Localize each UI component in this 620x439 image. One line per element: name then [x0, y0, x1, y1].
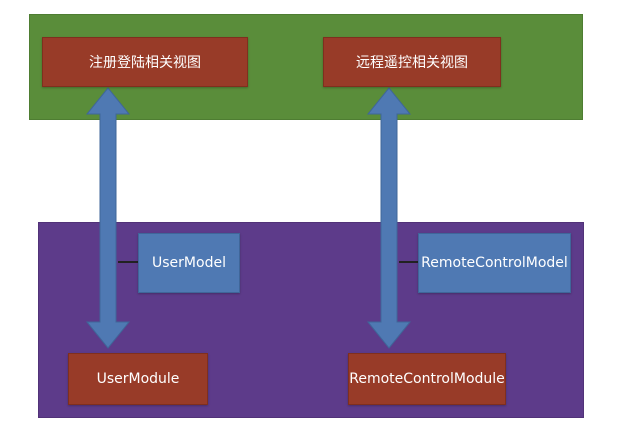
register-login-view-label: 注册登陆相关视图: [89, 55, 201, 71]
remote-control-model-box: RemoteControlModel: [418, 233, 571, 293]
user-module-box: UserModule: [68, 353, 208, 405]
register-login-view-box: 注册登陆相关视图: [42, 37, 248, 87]
user-model-box: UserModel: [138, 233, 240, 293]
user-module-label: UserModule: [96, 371, 180, 387]
remote-control-module-box: RemoteControlModule: [348, 353, 506, 405]
remote-control-view-box: 远程遥控相关视图: [323, 37, 501, 87]
user-model-label: UserModel: [152, 255, 226, 271]
remote-control-view-label: 远程遥控相关视图: [356, 55, 468, 71]
remote-control-module-label: RemoteControlModule: [349, 371, 505, 387]
remote-control-model-label: RemoteControlModel: [421, 255, 568, 271]
